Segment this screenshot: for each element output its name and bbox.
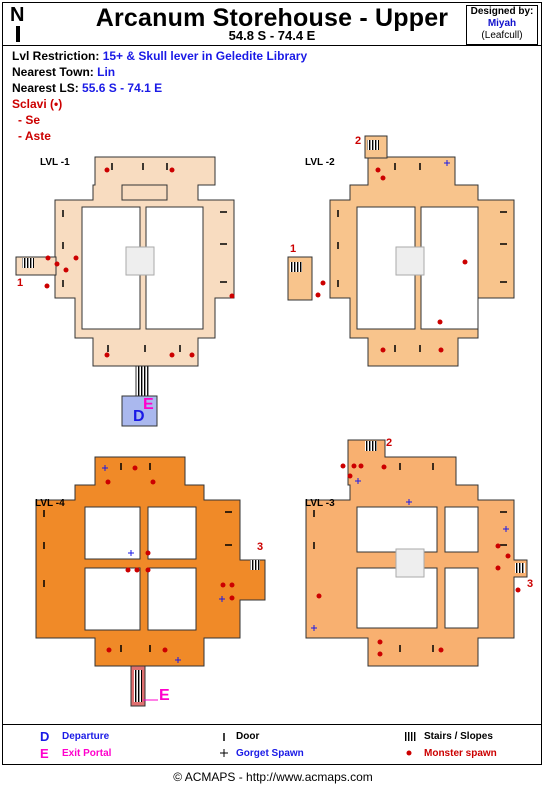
level-2-doors bbox=[337, 163, 507, 352]
legend-departure: Departure bbox=[62, 731, 110, 742]
dungeon-coords: 54.8 S - 74.4 E bbox=[228, 28, 316, 43]
level-2-gorget bbox=[444, 160, 450, 166]
level-2-stairs-top-icon bbox=[367, 140, 379, 150]
legend-stairs: Stairs / Slopes bbox=[424, 731, 493, 742]
level-3-map bbox=[305, 439, 528, 667]
legend-departure-symbol: D bbox=[40, 729, 50, 744]
legend-door: Door bbox=[236, 731, 260, 742]
town-value: Lin bbox=[97, 65, 116, 79]
town-label: Nearest Town: bbox=[12, 65, 94, 79]
legend-symbols bbox=[220, 732, 416, 757]
designer-alias: (Leafcull) bbox=[481, 30, 523, 41]
page-title: Arcanum Storehouse - Upper bbox=[95, 4, 449, 32]
level-4-map bbox=[35, 456, 266, 707]
stair-number-2-level-2: 2 bbox=[355, 135, 362, 147]
legend-monster: Monster spawn bbox=[424, 748, 497, 759]
level-3-gorget bbox=[311, 478, 509, 631]
ls-value: 55.6 S - 74.1 E bbox=[82, 81, 163, 95]
level-4-monsters bbox=[105, 465, 235, 653]
stair-number-2-level-3: 2 bbox=[386, 437, 393, 449]
level-2-map bbox=[287, 135, 515, 367]
dungeon-info: Lvl Restriction: 15+ & Skull lever in Ge… bbox=[12, 48, 307, 144]
lvl-value: 15+ & Skull lever in Geledite Library bbox=[102, 49, 308, 63]
copyright: © ACMAPS - http://www.acmaps.com bbox=[173, 770, 373, 784]
level-3-label: LVL -3 bbox=[305, 498, 335, 509]
sclavi-label: Sclavi (•) bbox=[12, 97, 63, 111]
exit-marker-level-1: E bbox=[143, 396, 154, 413]
header: N Arcanum Storehouse - Upper 54.8 S - 74… bbox=[2, 2, 542, 46]
north-label: N bbox=[10, 4, 25, 26]
level-2-stairs-left-icon bbox=[290, 262, 302, 272]
stair-number-1-level-2: 1 bbox=[290, 243, 297, 255]
ls-label: Nearest LS: bbox=[12, 81, 79, 95]
legend-exit-symbol: E bbox=[40, 746, 49, 761]
north-arrow-icon: N bbox=[8, 4, 34, 42]
level-1-monsters bbox=[44, 167, 235, 358]
level-1-label: LVL -1 bbox=[40, 157, 70, 168]
departure-marker: D bbox=[133, 408, 145, 425]
stair-number-3-level-4: 3 bbox=[257, 541, 264, 553]
designer-credit: Designed by: Miyah (Leafcull) bbox=[466, 5, 538, 45]
designed-by-label: Designed by: bbox=[470, 6, 534, 17]
level-1-doors bbox=[62, 163, 227, 352]
level-4-exit-corridor bbox=[134, 670, 142, 702]
sclavi-aste: - Aste bbox=[18, 129, 51, 143]
stair-number-1-level-1: 1 bbox=[17, 277, 24, 289]
designer-name: Miyah bbox=[487, 18, 517, 29]
level-4-label: LVL -4 bbox=[35, 498, 65, 509]
level-2-monsters bbox=[315, 167, 468, 353]
level-3-stairs-right-icon bbox=[515, 563, 525, 573]
exit-marker-level-4: E bbox=[159, 687, 170, 704]
level-2-label: LVL -2 bbox=[305, 157, 335, 168]
map-legend: D Departure E Exit Portal Door Gorget Sp… bbox=[2, 724, 542, 765]
level-3-doors bbox=[313, 463, 507, 652]
level-1-map bbox=[15, 156, 235, 427]
level-3-monsters bbox=[316, 463, 521, 657]
level-4-stairs-icon bbox=[250, 560, 260, 570]
lvl-label: Lvl Restriction: bbox=[12, 49, 100, 63]
map-frame bbox=[2, 2, 542, 765]
stair-number-3-level-3: 3 bbox=[527, 578, 534, 590]
level-4-gorget bbox=[102, 465, 225, 663]
level-1-stairs-icon bbox=[22, 258, 34, 268]
legend-exit: Exit Portal bbox=[62, 748, 112, 759]
legend-gorget: Gorget Spawn bbox=[236, 748, 304, 759]
level-3-stairs-top-icon bbox=[365, 441, 377, 451]
level-4-doors bbox=[43, 463, 232, 652]
sclavi-se: - Se bbox=[18, 113, 41, 127]
